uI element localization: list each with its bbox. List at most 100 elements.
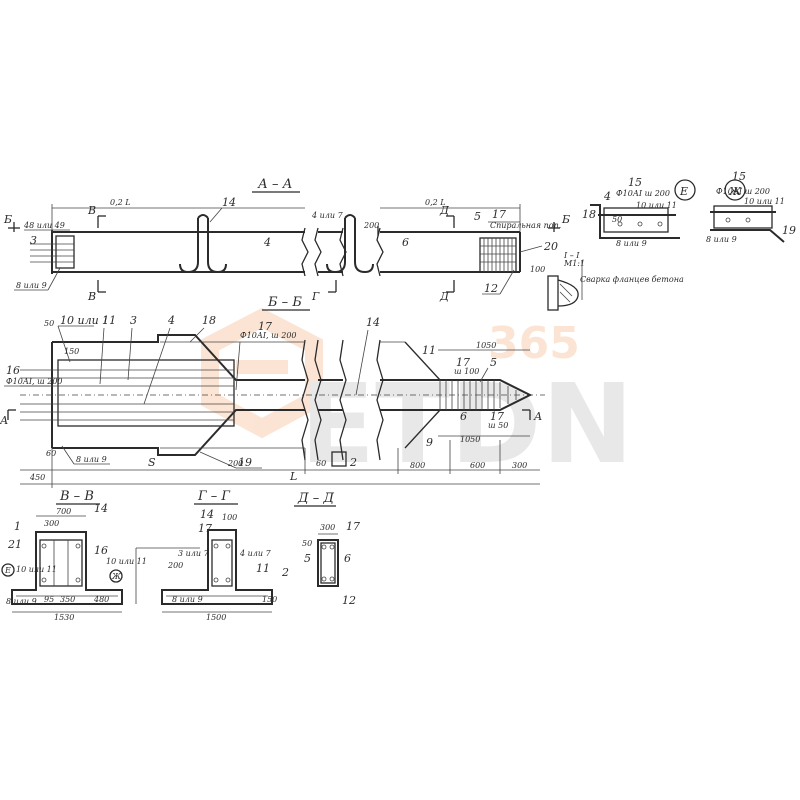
marker-d-top: Д [439, 204, 450, 217]
label-f17-bb: Ф10АI, ш 200 [240, 331, 297, 340]
dim-150-bb: 150 [64, 347, 79, 356]
label-89-vv: 8 или 9 [6, 597, 37, 606]
dim-l-bb: L [289, 470, 297, 483]
label-spiral-aa: Спиральная поп. [490, 221, 561, 230]
label-12-aa: 12 [484, 282, 498, 295]
dim-480-vv: 480 [93, 595, 109, 604]
dim-100-gg: 100 [222, 513, 237, 522]
marker-g-bottom: Г [311, 290, 320, 303]
label-11-bb: 11 [422, 344, 436, 357]
watermark-brand: ETDN [300, 360, 634, 488]
label-17-bb-tip: 17 [456, 356, 470, 369]
scale-ii: М1:1 [563, 259, 585, 268]
label-11-gg: 11 [256, 562, 270, 575]
marker-a-right: А [533, 410, 542, 423]
label-4-ye: 4 [603, 190, 611, 203]
dim-95-vv: 95 [44, 595, 54, 604]
section-gg: Г – Г 14 17 100 3 или 7 4 или 7 11 2 200… [135, 489, 289, 622]
label-17-bb-bot: 17 [490, 410, 504, 423]
detail-ye: Е 15 Ф10АI ш 200 10 или 11 4 18 8 или 9 … [582, 176, 696, 248]
label-17-dd: 17 [346, 520, 360, 533]
marker-v-top: В [87, 204, 96, 217]
spiral-tip-bb [439, 380, 517, 410]
label-18-ye: 18 [582, 208, 596, 221]
label-f15-zh: Ф10АI ш 200 [716, 187, 770, 196]
section-aa: А – А 0,2 L 0,2 L 3 48 или 49 8 или 9 [3, 177, 570, 303]
label-1-bb: 1 [102, 314, 109, 327]
label-2-gg: 2 [281, 566, 289, 579]
dim-200-aa: 200 [363, 221, 379, 230]
label-3-aa: 3 [30, 234, 37, 247]
label-16-vv: 16 [94, 544, 108, 557]
dim-300-dd: 300 [320, 523, 335, 532]
dim-1500-gg: 1500 [206, 613, 226, 622]
label-19-zh: 19 [782, 224, 796, 237]
title-ii: I – I [563, 251, 580, 260]
label-17-aa: 17 [492, 208, 506, 221]
label-1011-bb: 10 или 11 [60, 314, 116, 327]
dim-50-dd: 50 [302, 539, 312, 548]
label-4-aa: 4 [263, 236, 271, 249]
marker-zh-vv: Ж [111, 572, 122, 581]
title-vv: В – В [59, 489, 94, 504]
label-20-aa: 20 [543, 240, 558, 253]
label-15-ye: 15 [628, 176, 642, 189]
dim-60-bb: 60 [316, 459, 326, 468]
title-gg: Г – Г [197, 489, 230, 504]
label-14-aa: 14 [222, 196, 236, 209]
label-48-aa: 48 или 49 [23, 221, 65, 230]
section-dd: Д – Д 300 17 6 5 50 12 [294, 491, 360, 607]
label-14-bb: 14 [366, 316, 380, 329]
label-1011-vv: 10 или 11 [106, 557, 147, 566]
marker-ye-detail: Е [679, 185, 688, 198]
label-2-bb: 2 [349, 456, 357, 469]
label-9-bb: 9 [426, 436, 433, 449]
label-5-bb: 5 [490, 356, 497, 369]
label-89-gg: 8 или 9 [172, 595, 203, 604]
label-89-zh: 8 или 9 [706, 235, 737, 244]
dim-350-vv: 350 [60, 595, 75, 604]
title-aa: А – А [257, 177, 292, 192]
label-12-dd: 12 [342, 594, 356, 607]
marker-ye-vv: Е [4, 566, 11, 575]
label-47-gg: 4 или 7 [239, 549, 272, 558]
watermark: ETDN 365 [201, 307, 634, 488]
marker-zh-detail: Ж [728, 185, 742, 198]
marker-v-bottom: В [87, 290, 96, 303]
title-dd: Д – Д [297, 491, 334, 506]
detail-ii: I – I М1:1 Сварка фланцев бетона [547, 251, 684, 311]
marker-b-left: Б [3, 213, 12, 226]
label-14-gg: 14 [200, 508, 214, 521]
label-5-aa: 5 [474, 210, 481, 223]
label-89-bb: 8 или 9 [76, 455, 107, 464]
dim-50-ye: 50 [612, 215, 622, 224]
label-6-bb: 6 [460, 410, 467, 423]
dim-600-bb: 600 [470, 461, 485, 470]
dim-1050-bb-top: 1050 [476, 341, 496, 350]
dim-50-bb: 50 [44, 319, 54, 328]
label-17-bb: 17 [258, 320, 272, 333]
label-f16-bb: Ф10АI, ш 200 [6, 377, 63, 386]
marker-a-left: А [0, 414, 8, 427]
label-19-bb: 19 [238, 456, 252, 469]
marker-d-bottom: Д [439, 290, 450, 303]
label-37-gg: 3 или 7 [178, 549, 210, 558]
label-14-vv: 14 [94, 502, 108, 515]
dim-300-vv: 300 [44, 519, 59, 528]
label-1011-vv-left: 10 или 11 [16, 565, 57, 574]
title-bb: Б – Б [267, 295, 302, 310]
dim-60-bb-left: 60 [46, 449, 56, 458]
label-6-aa: 6 [402, 236, 409, 249]
label-f15-ye: Ф10АI ш 200 [616, 189, 670, 198]
label-6-dd: 6 [344, 552, 351, 565]
label-1011-zh: 10 или 11 [744, 197, 785, 206]
dim-1530-vv: 1530 [54, 613, 74, 622]
dim-aa-right: 0,2 L [425, 198, 446, 207]
dim-s-bb: S [148, 456, 156, 469]
watermark-logo-icon [201, 307, 323, 439]
label-17-gg: 17 [198, 522, 212, 535]
dim-aa-left: 0,2 L [110, 198, 131, 207]
label-18-bb: 18 [202, 314, 216, 327]
dim-150-gg: 150 [262, 595, 277, 604]
spiral-cage-aa [479, 237, 517, 273]
